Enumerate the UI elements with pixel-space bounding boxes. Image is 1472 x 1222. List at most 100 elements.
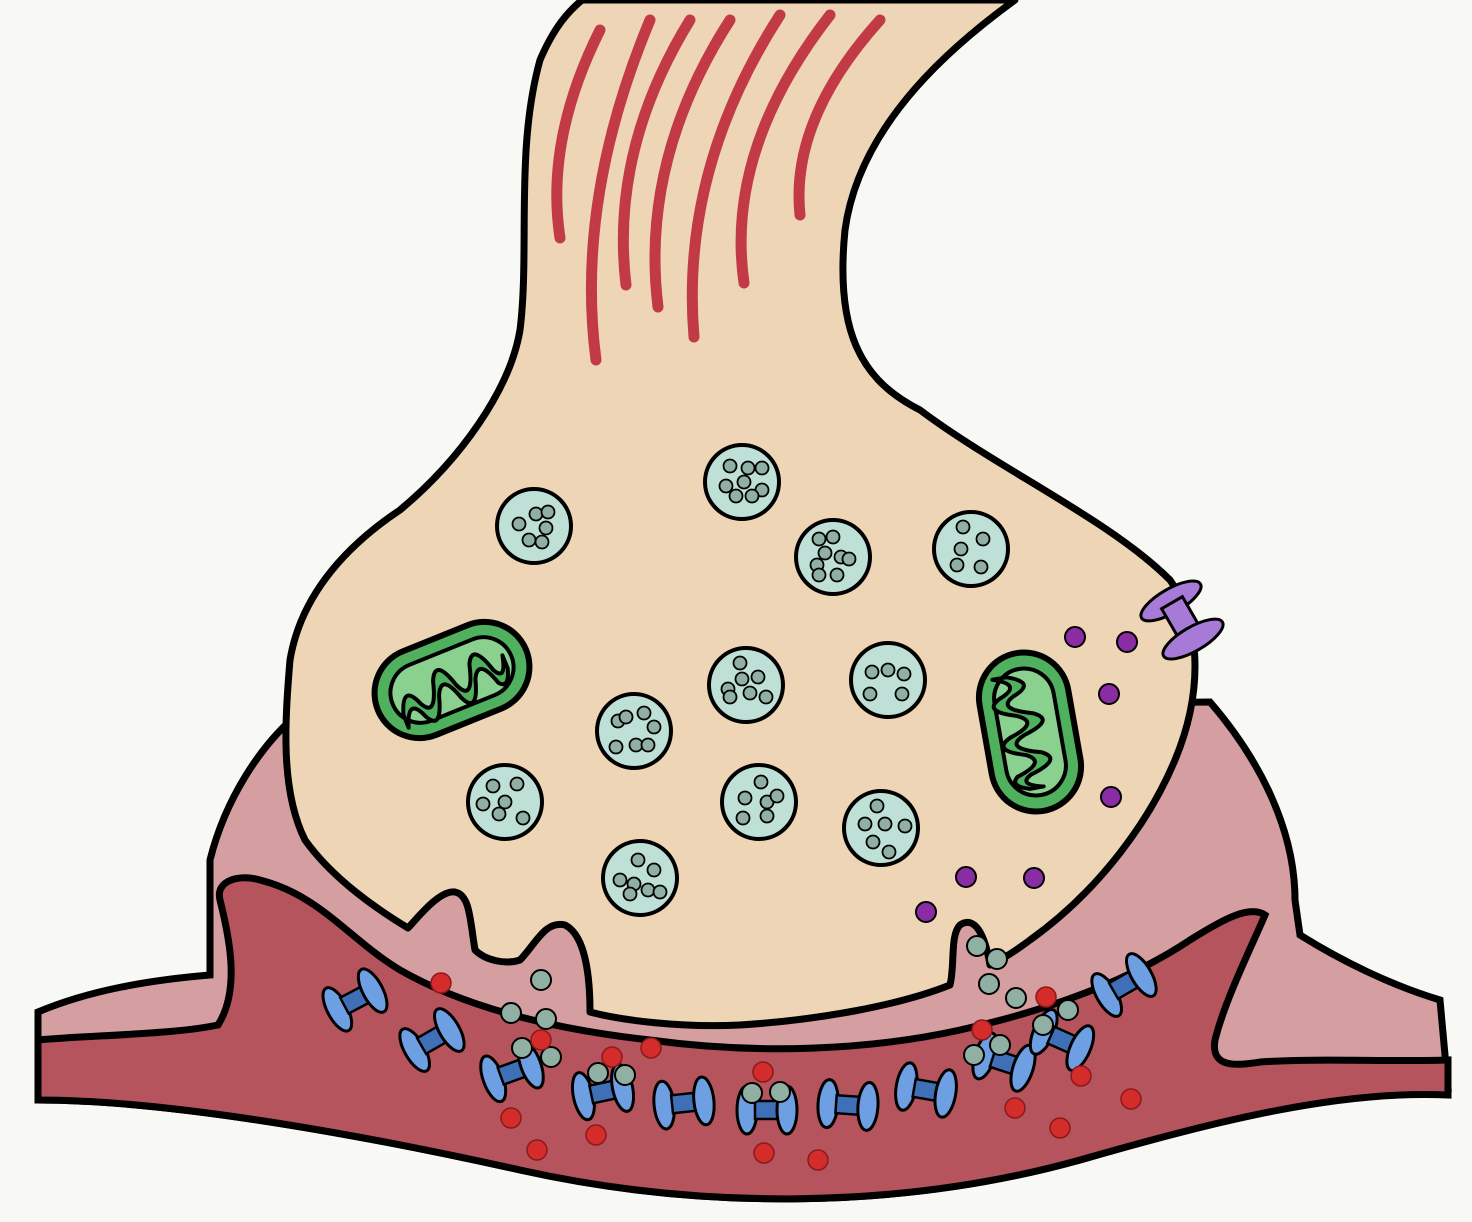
ion	[1070, 1065, 1092, 1087]
neurotransmitter-molecule	[732, 655, 748, 671]
receptor-subunit-right	[692, 1075, 716, 1127]
neurotransmitter-molecule	[485, 778, 501, 794]
receptor-subunit-right	[1125, 952, 1158, 998]
neurotransmitter-molecule	[735, 810, 751, 826]
microtubule-7	[793, 14, 886, 221]
released-neurotransmitter	[530, 969, 552, 991]
receptor-channel-11	[1090, 952, 1158, 1018]
neurotransmitter-molecule	[534, 534, 550, 550]
released-neurotransmitter	[1005, 987, 1027, 1009]
neurotransmitter-molecules	[430, 935, 1142, 1171]
vesicle-membrane	[849, 641, 927, 719]
receptor-channel-8	[894, 1061, 958, 1119]
neurotransmitter-molecule	[540, 504, 556, 520]
pump-bottom	[1161, 617, 1225, 661]
neurotransmitter-molecule	[608, 739, 624, 755]
ion	[530, 1029, 552, 1051]
released-neurotransmitter	[1057, 999, 1079, 1021]
neurotransmitter-molecule	[742, 685, 758, 701]
vesicle-membrane	[932, 510, 1010, 588]
released-neurotransmitter	[989, 1034, 1011, 1056]
receptor-subunit-right	[356, 967, 389, 1014]
vesicle-membrane	[495, 487, 573, 565]
neurotransmitter-molecule	[811, 567, 827, 583]
reuptake-molecule	[1064, 626, 1086, 648]
reuptake-molecule	[915, 901, 937, 923]
receptor-channel-2	[398, 1007, 466, 1073]
neurotransmitter-molecule	[841, 551, 857, 567]
ion	[500, 1107, 522, 1129]
neurotransmitter-molecule	[652, 884, 668, 900]
neurotransmitter-molecule	[736, 474, 752, 490]
ion	[526, 1139, 548, 1161]
microtubule-6	[735, 9, 836, 289]
ion	[585, 1124, 607, 1146]
neurotransmitter-molecule	[636, 705, 652, 721]
reuptake-molecule	[1023, 867, 1045, 889]
synaptic-vesicle-3	[794, 518, 872, 596]
neurotransmitter-molecule	[521, 532, 537, 548]
reuptake-transporter	[915, 579, 1225, 923]
synaptic-vesicle-10	[842, 789, 920, 867]
mitochondrion-cristae	[990, 675, 1053, 791]
neurotransmitter-molecule	[737, 790, 753, 806]
ion	[601, 1046, 623, 1068]
released-neurotransmitter	[741, 1082, 763, 1104]
ion	[640, 1037, 662, 1059]
reuptake-pump	[1139, 579, 1225, 661]
neurotransmitter-molecule	[881, 844, 897, 860]
neurotransmitter-molecule	[975, 531, 991, 547]
neurotransmitter-molecule	[759, 808, 775, 824]
neurotransmitter-molecule	[511, 516, 527, 532]
neurotransmitter-molecule	[728, 488, 744, 504]
ion	[753, 1142, 775, 1164]
neurotransmitter-molecule	[538, 520, 554, 536]
neurotransmitter-molecule	[630, 852, 646, 868]
synaptic-vesicle-2	[703, 443, 781, 521]
ion	[1004, 1097, 1026, 1119]
neurotransmitter-molecule	[864, 664, 880, 680]
released-neurotransmitter	[978, 973, 1000, 995]
mitochondrion-right	[975, 649, 1085, 815]
neurotransmitter-molecule	[497, 794, 513, 810]
receptor-subunit-right	[1065, 1024, 1096, 1072]
neurotransmitter-molecule	[722, 689, 738, 705]
neurotransmitter-molecule	[865, 834, 881, 850]
ion	[1049, 1117, 1071, 1139]
released-neurotransmitter	[500, 1002, 522, 1024]
receptor-channel-5	[652, 1075, 716, 1131]
neurotransmitter-molecule	[646, 862, 662, 878]
released-neurotransmitter	[587, 1062, 609, 1084]
receptor-pore	[753, 1099, 781, 1121]
receptor-subunit-right	[433, 1007, 466, 1053]
neurotransmitter-molecule	[734, 671, 750, 687]
neurotransmitter-molecule	[475, 796, 491, 812]
neurotransmitter-molecule	[949, 557, 965, 573]
microtubule-5	[686, 9, 786, 343]
neurotransmitter-molecule	[528, 506, 544, 522]
neurotransmitter-molecule	[955, 519, 971, 535]
neurotransmitter-molecule	[897, 818, 913, 834]
microtubule-1	[551, 24, 606, 244]
neurotransmitter-molecule	[722, 458, 738, 474]
neurotransmitter-molecule	[880, 662, 896, 678]
neurotransmitter-molecule	[622, 886, 638, 902]
neurotransmitter-molecule	[953, 541, 969, 557]
released-neurotransmitter	[963, 1044, 985, 1066]
neurotransmitter-molecule	[754, 460, 770, 476]
postsynaptic-receptors	[321, 952, 1158, 1136]
neurotransmitter-molecule	[618, 709, 634, 725]
neurotransmitter-molecule	[509, 776, 525, 792]
neurotransmitter-molecule	[515, 810, 531, 826]
receptor-channel-7	[816, 1078, 880, 1132]
neurotransmitter-molecule	[628, 737, 644, 753]
ion	[807, 1149, 829, 1171]
neurotransmitter-molecule	[869, 798, 885, 814]
postsynaptic-cell	[34, 874, 1452, 1203]
ion	[1035, 986, 1057, 1008]
neurotransmitter-molecule	[894, 686, 910, 702]
neurotransmitter-molecule	[973, 559, 989, 575]
synaptic-vesicle-4	[932, 510, 1010, 588]
